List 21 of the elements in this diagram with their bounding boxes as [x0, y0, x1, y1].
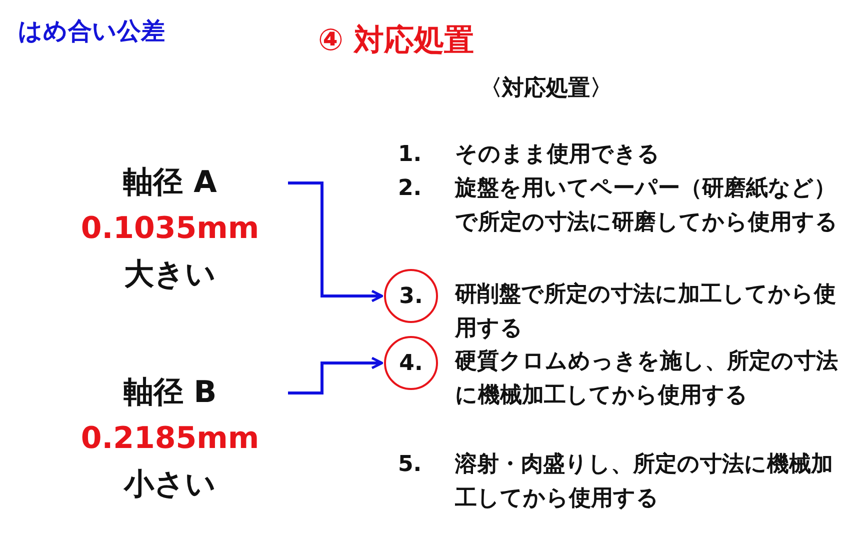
list-item: そのまま使用できる: [455, 141, 661, 169]
heading: はめ合い公差: [18, 16, 166, 47]
arrow: [288, 356, 384, 394]
dimension-value: 0.2185mm: [80, 420, 260, 458]
arrow: [288, 182, 384, 302]
dimension-value: 0.1035mm: [80, 210, 260, 248]
list-number: 5.: [398, 451, 423, 479]
shaft-label: 軸径 A: [122, 164, 218, 202]
title: ④ 対応処置: [318, 22, 474, 60]
size-note: 大きい: [123, 256, 217, 294]
list-item: 硬質クロムめっきを施し、所定の寸法に機械加工してから使用する: [455, 348, 839, 410]
list-item: 旋盤を用いてペーパー（研磨紙など）で所定の寸法に研磨してから使用する: [455, 175, 839, 237]
list-number: 1.: [398, 141, 423, 169]
size-note: 小さい: [122, 466, 217, 504]
section-heading: 〈対応処置〉: [480, 74, 613, 103]
list-number: 2.: [398, 175, 423, 203]
shaft-label: 軸径 B: [122, 374, 218, 412]
list-item: 研削盤で所定の寸法に加工してから使用する: [455, 280, 837, 343]
circled-number: 3.: [384, 269, 438, 323]
list-item: 溶射・肉盛りし、所定の寸法に機械加工してから使用する: [455, 450, 834, 513]
circled-number: 4.: [384, 336, 438, 390]
